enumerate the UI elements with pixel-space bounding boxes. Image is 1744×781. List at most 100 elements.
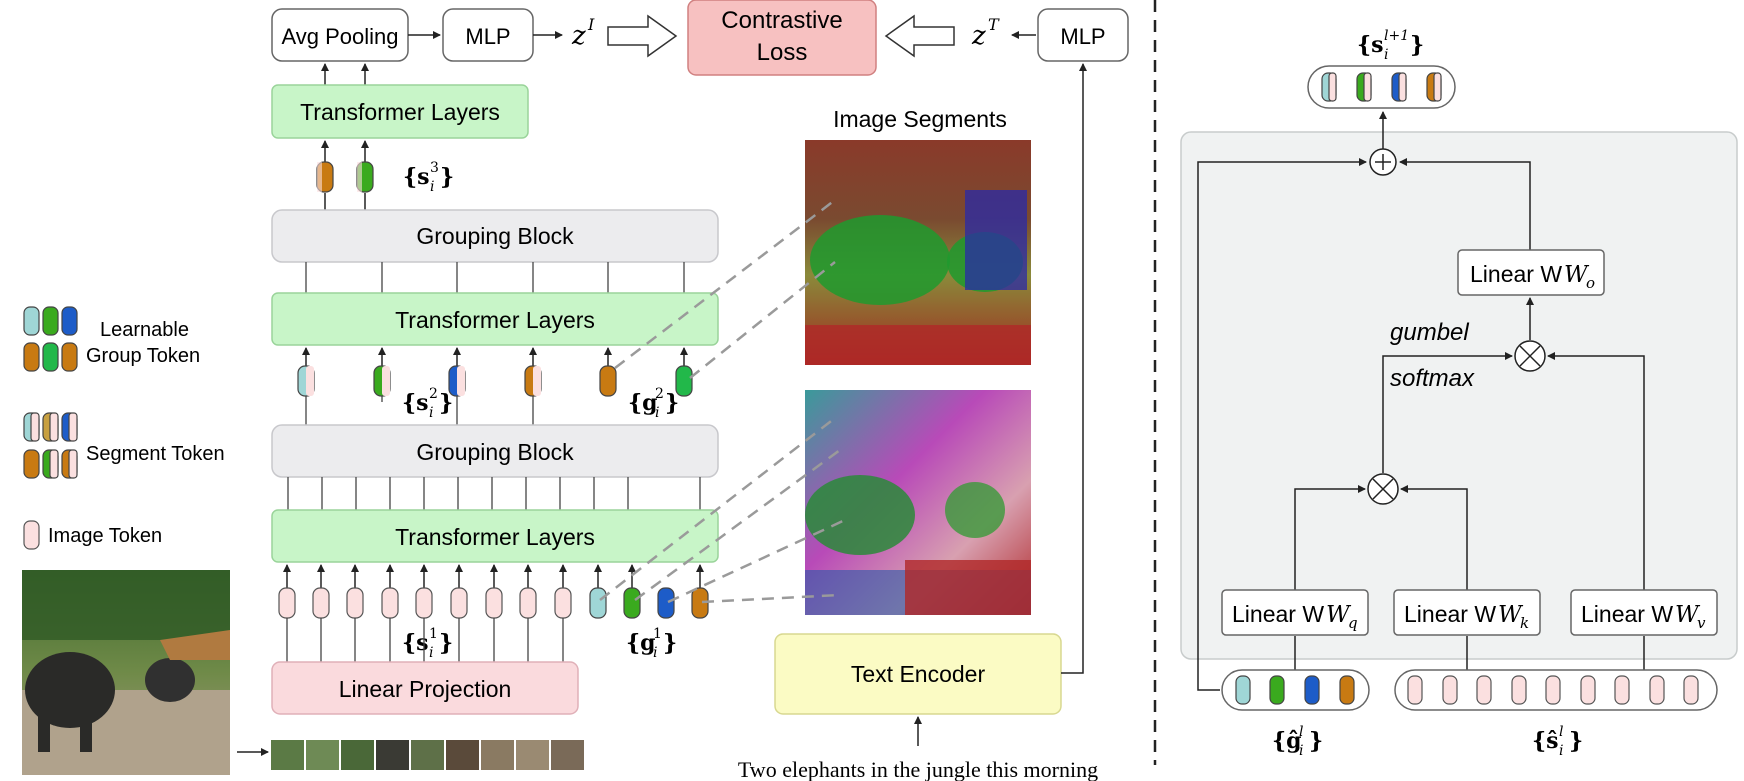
image-patches <box>271 740 584 770</box>
grouping-block-2: Grouping Block <box>271 209 719 263</box>
svg-text:}: } <box>663 630 677 656</box>
mlp-text-label: MLP <box>1060 24 1105 49</box>
multiply-node-upper-icon <box>1514 340 1546 372</box>
image-segments-title: Image Segments <box>833 106 1007 132</box>
g1-label: {g i 1 } <box>626 626 677 661</box>
g1-group-tokens <box>589 587 709 619</box>
avg-pooling-label: Avg Pooling <box>281 24 398 49</box>
s3-label: {s i 3 } <box>403 160 454 195</box>
svg-text:{s: {s <box>1357 32 1384 58</box>
svg-text:i: i <box>430 179 434 195</box>
s1-arrows-up <box>283 564 704 588</box>
svg-text:1: 1 <box>653 626 662 642</box>
legend-learnable-label-2: Group Token <box>86 345 200 367</box>
text-caption: Two elephants in the jungle this morning <box>738 757 1098 781</box>
svg-text:v: v <box>1697 614 1706 632</box>
svg-text:{g: {g <box>628 390 658 416</box>
svg-text:}: } <box>439 390 453 416</box>
svg-text:i: i <box>1299 743 1303 759</box>
hollow-arrow-left <box>884 14 955 58</box>
linear-wo-block: Linear W W o <box>1457 249 1605 296</box>
transformer-layers-1: Transformer Layers <box>271 509 719 563</box>
s1-label: {s i 1 } <box>402 626 453 661</box>
contrastive-label-2: Loss <box>757 39 808 66</box>
s1-image-tokens <box>278 587 572 619</box>
output-label: {s i l+1 } <box>1357 28 1424 63</box>
g-hat-tokens <box>1235 675 1355 705</box>
g-hat-pill <box>1221 669 1370 711</box>
connector-lines-2 <box>305 262 685 293</box>
avg-pooling-block: Avg Pooling <box>271 8 409 62</box>
segment-mapping-lines <box>599 199 846 604</box>
legend-segment-label: Segment Token <box>86 443 225 465</box>
mlp-image-block: MLP <box>442 8 534 62</box>
s-hat-label: {ŝ i l } <box>1532 724 1583 759</box>
add-node-icon <box>1369 148 1397 176</box>
svg-text:}: } <box>1410 32 1424 58</box>
z-text-sup: T <box>988 15 1000 34</box>
z-text-label: z <box>971 21 986 51</box>
linear-wk-block: Linear W W k <box>1393 589 1541 636</box>
linear-projection-label: Linear Projection <box>339 676 512 702</box>
svg-text:Linear W: Linear W <box>1404 601 1496 627</box>
svg-text:W: W <box>1498 602 1524 628</box>
legend-image-token <box>23 520 40 550</box>
linear-wv-block: Linear W W v <box>1570 589 1718 636</box>
svg-text:}: } <box>440 164 454 190</box>
transformer-layers-top: Transformer Layers <box>271 84 529 139</box>
svg-text:2: 2 <box>655 386 664 402</box>
svg-text:}: } <box>1569 728 1583 754</box>
s3-tokens <box>316 161 374 193</box>
contrastive-loss-block: Contrastive Loss <box>687 0 877 76</box>
legend-segment-tokens <box>23 412 78 479</box>
grouping-block-1: Grouping Block <box>271 424 719 478</box>
svg-text:{ĝ: {ĝ <box>1272 728 1302 754</box>
multiply-node-lower-icon <box>1367 473 1399 505</box>
legend-learnable-tokens <box>23 306 78 372</box>
svg-text:1: 1 <box>429 626 438 642</box>
svg-text:i: i <box>429 645 433 661</box>
svg-text:}: } <box>1309 728 1323 754</box>
linear-wq-block: Linear W W q <box>1221 589 1369 636</box>
transformer-1-label: Transformer Layers <box>395 524 595 550</box>
segment-image-bottom <box>805 390 1031 615</box>
svg-text:{ŝ: {ŝ <box>1532 728 1559 754</box>
svg-text:i: i <box>653 645 657 661</box>
linear-projection-block: Linear Projection <box>271 661 579 715</box>
input-photo <box>22 570 230 775</box>
mlp-image-label: MLP <box>465 24 510 49</box>
svg-text:W: W <box>1675 602 1701 628</box>
z-image-label: z <box>571 21 586 51</box>
contrastive-label-1: Contrastive <box>721 7 842 34</box>
svg-text:i: i <box>655 405 659 421</box>
svg-text:{s: {s <box>403 164 430 190</box>
svg-text:k: k <box>1520 614 1529 632</box>
svg-text:{s: {s <box>402 390 429 416</box>
text-encoder-label: Text Encoder <box>851 661 986 687</box>
svg-text:}: } <box>665 390 679 416</box>
svg-text:Linear W: Linear W <box>1470 261 1562 287</box>
grouping-block-detail-panel <box>1180 131 1738 660</box>
legend-learnable-label-1: Learnable <box>100 319 189 341</box>
output-tokens <box>1321 72 1442 102</box>
s2-to-grouping <box>305 396 534 425</box>
s2-arrows <box>302 347 688 366</box>
svg-text:q: q <box>1348 614 1358 632</box>
svg-text:3: 3 <box>430 160 439 176</box>
connector-lines-1 <box>287 477 701 510</box>
grouping-2-label: Grouping Block <box>416 223 574 249</box>
grouping-1-label: Grouping Block <box>416 439 574 465</box>
output-token-pill <box>1307 65 1456 109</box>
segment-image-top <box>805 140 1031 365</box>
svg-text:W: W <box>1564 262 1590 288</box>
hollow-arrow-right <box>607 14 678 58</box>
z-image-sup: I <box>587 15 595 34</box>
svg-text:l: l <box>1299 724 1303 740</box>
svg-text:i: i <box>1384 47 1388 63</box>
svg-text:l+1: l+1 <box>1384 28 1409 44</box>
s2-label: {s i 2 } <box>402 386 453 421</box>
svg-text:W: W <box>1326 602 1352 628</box>
svg-text:{g: {g <box>626 630 656 656</box>
legend-image-label: Image Token <box>48 525 162 547</box>
